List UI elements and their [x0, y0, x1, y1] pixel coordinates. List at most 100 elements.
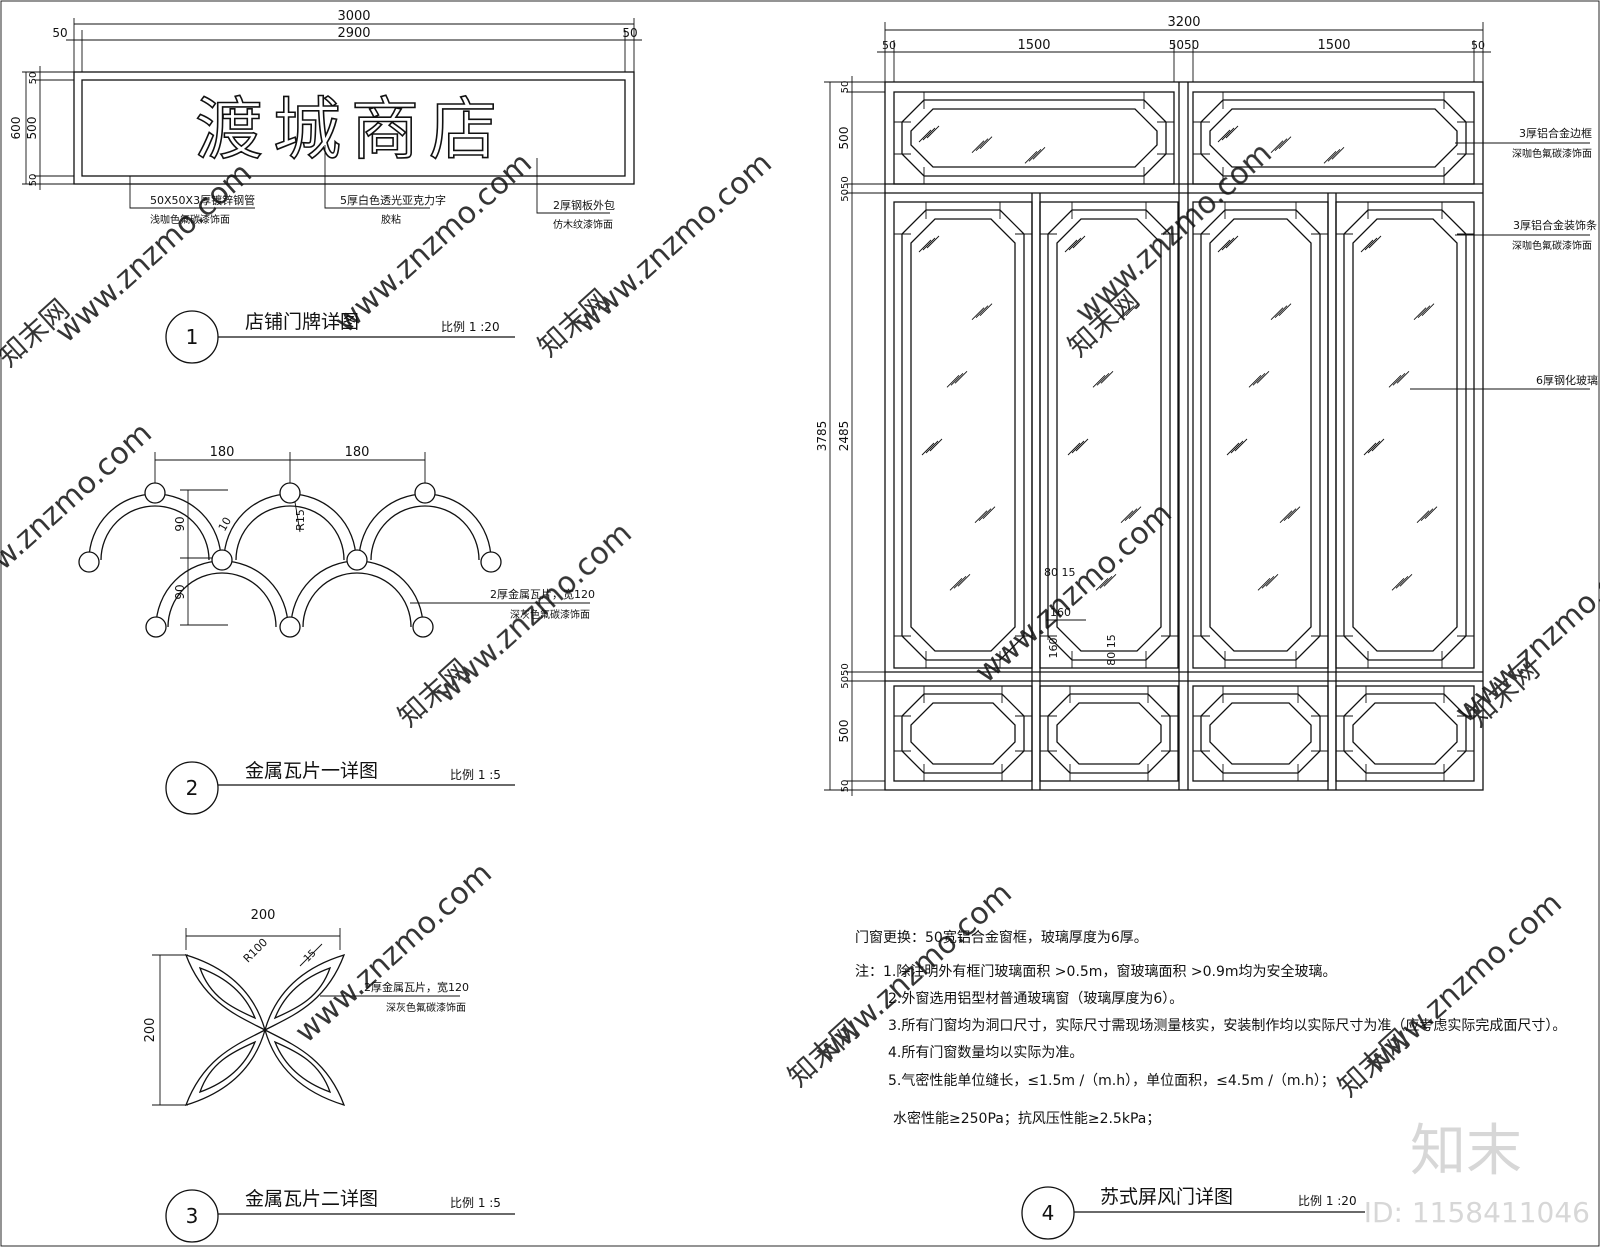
detail-number-2: 2	[186, 776, 199, 800]
dim-door-v-j2: 5050	[840, 663, 851, 688]
detail-1-shop-sign: 3000 2900 50 50 600 500 50 50 渡城商店 50X50…	[9, 9, 642, 364]
dim-door-in4: 80 15	[1105, 634, 1118, 666]
dim-sign-edge-right: 50	[622, 26, 637, 40]
dim-sign-bottom: 50	[28, 174, 39, 187]
watermark-text: www.znzmo.com	[288, 856, 498, 1050]
detail-number-3: 3	[186, 1204, 199, 1228]
door-top-panel-left	[893, 91, 1175, 185]
door-outer-frame	[884, 81, 1484, 791]
detail-number-4: 4	[1042, 1201, 1055, 1225]
dim-tile2-radius: R100	[241, 936, 270, 965]
note-tile1-line1: 2厚金属瓦片，宽120	[490, 587, 595, 601]
dim-door-p1: 1500	[1017, 38, 1050, 53]
watermark-text: www.znzmo.com	[968, 496, 1178, 690]
detail-number-circle-3	[165, 1189, 219, 1243]
dim-door-v-top: 50	[840, 81, 851, 94]
dim-tile1-w1: 180	[210, 445, 235, 460]
note-sign-1-line2: 浅咖色氟碳漆饰面	[150, 213, 230, 226]
note-door-2-line1: 3厚铝合金装饰条	[1513, 218, 1597, 232]
dim-door-in3: 160	[1047, 638, 1060, 659]
dim-tile1-w2: 180	[345, 445, 370, 460]
note-line-3: 3.所有门窗均为洞口尺寸，实际尺寸需现场测量核实，安装制作均以实际尺寸为准（应考…	[888, 1017, 1566, 1034]
note-door-2-line2: 深咖色氟碳漆饰面	[1512, 239, 1592, 252]
detail-title-4: 苏式屏风门详图	[1100, 1186, 1233, 1208]
door-glass-panel-2	[1039, 201, 1179, 669]
watermark-brand: 知末网	[781, 1013, 866, 1094]
watermark-id: ID: 1158411046	[1364, 1196, 1590, 1229]
door-bottom-panels	[893, 685, 1475, 782]
dim-sign-inner: 2900	[337, 26, 370, 41]
detail-title-1: 店铺门牌详图	[245, 311, 359, 333]
note-tile2-line1: 2厚金属瓦片，宽120	[364, 980, 469, 994]
dim-door-v-mid: 2485	[837, 421, 851, 452]
door-bottom-panel-3	[1192, 685, 1329, 782]
note-door-1-line2: 深咖色氟碳漆饰面	[1512, 147, 1592, 160]
door-glass-panel-3	[1192, 201, 1329, 669]
sign-inner-panel	[81, 79, 626, 177]
dim-tile2-h: 200	[143, 1018, 158, 1043]
dim-sign-mid: 500	[25, 117, 39, 140]
note-tile1-line2: 深灰色氟碳漆饰面	[510, 608, 590, 621]
dim-door-total: 3200	[1167, 15, 1200, 30]
detail-2-metal-tile-scallop: 180 180 90 90 10 R15 2厚金属瓦片，宽120 深灰色氟碳漆饰…	[78, 445, 595, 815]
dim-sign-top: 50	[28, 72, 39, 85]
detail-number-circle-2	[165, 761, 219, 815]
dim-door-height: 3785	[815, 421, 829, 452]
note-sign-2-line1: 5厚白色透光亚克力字	[340, 193, 446, 207]
general-notes: 门窗更换：50宽铝合金窗框，玻璃厚度为6厚。 注：1.除注明外有框门玻璃面积 >…	[855, 929, 1566, 1127]
dim-sign-total: 3000	[337, 9, 370, 24]
dim-door-e1: 50	[882, 39, 896, 52]
detail-scale-1: 比例 1 :20	[441, 320, 500, 334]
note-sign-1-line1: 50X50X3厚镀锌钢管	[150, 193, 255, 207]
watermarks: www.znzmo.com www.znzmo.com www.znzmo.co…	[0, 136, 1600, 1229]
dim-door-e2: 50	[1471, 39, 1485, 52]
note-sign-2-line2: 胶粘	[381, 213, 401, 226]
dim-door-p2: 1500	[1317, 38, 1350, 53]
dim-sign-edge-left: 50	[52, 26, 67, 40]
watermark-text: www.znzmo.com	[48, 156, 258, 350]
door-glass-panel-1	[893, 201, 1033, 669]
dim-door-v-bot: 50	[840, 780, 851, 793]
detail-number-1: 1	[186, 325, 199, 349]
sign-characters: 渡城商店	[195, 91, 507, 170]
detail-4-screen-door: 3200 50 1500 5050 1500 50 3785 50 500 50…	[815, 15, 1598, 1240]
detail-scale-2: 比例 1 :5	[450, 768, 501, 782]
note-line-1: 注：1.除注明外有框门玻璃面积 >0.5m，窗玻璃面积 >0.9m均为安全玻璃。	[855, 963, 1337, 980]
detail-number-circle-4	[1021, 1186, 1075, 1240]
note-line-6: 水密性能≥250Pa；抗风压性能≥2.5kPa；	[893, 1110, 1160, 1127]
watermark-logo: 知末	[1410, 1119, 1522, 1184]
watermark-text: www.znzmo.com	[328, 146, 538, 340]
door-top-panel-right	[1192, 91, 1475, 185]
detail-title-3: 金属瓦片二详图	[245, 1188, 378, 1210]
door-bottom-panel-2	[1039, 685, 1179, 782]
note-line-2: 2.外窗选用铝型材普通玻璃窗（玻璃厚度为6）。	[888, 990, 1183, 1007]
door-bottom-panel-1	[893, 685, 1033, 782]
door-glass-panel-4	[1335, 201, 1475, 669]
dim-tile2-w: 200	[251, 908, 276, 923]
dim-door-v-b1: 500	[837, 720, 851, 743]
dim-door-in2: 160	[1050, 606, 1071, 619]
door-top-transom-panels	[893, 91, 1475, 185]
dim-sign-height: 600	[9, 117, 23, 140]
sign-outer-frame	[73, 71, 635, 185]
door-glass-panels	[893, 201, 1475, 669]
note-line-5: 5.气密性能单位缝长，≤1.5m /（m.h），单位面积，≤4.5m /（m.h…	[888, 1072, 1335, 1089]
dim-door-in1: 80 15	[1044, 566, 1076, 579]
note-line-4: 4.所有门窗数量均以实际为准。	[888, 1044, 1083, 1061]
dim-tile1-radius: R15	[294, 509, 307, 531]
door-bottom-panel-4	[1335, 685, 1475, 782]
detail-title-2: 金属瓦片一详图	[245, 760, 378, 782]
watermark-brand: 知末网	[1331, 1023, 1416, 1104]
note-tile2-line2: 深灰色氟碳漆饰面	[386, 1001, 466, 1014]
watermark-text: www.znzmo.com	[0, 416, 159, 610]
detail-scale-4: 比例 1 :20	[1298, 1194, 1357, 1208]
dim-door-v-t1: 500	[837, 127, 851, 150]
dim-door-v-j1: 5050	[840, 176, 851, 201]
note-line-0: 门窗更换：50宽铝合金窗框，玻璃厚度为6厚。	[855, 929, 1148, 946]
note-sign-3-line2: 仿木纹漆饰面	[553, 218, 613, 231]
detail-3-metal-tile-petals: 200 200 R100 15 2厚金属瓦片，宽120 深灰色氟碳漆饰面 3 金…	[143, 908, 515, 1243]
note-door-3-line1: 6厚钢化玻璃	[1536, 373, 1598, 387]
detail-scale-3: 比例 1 :5	[450, 1196, 501, 1210]
